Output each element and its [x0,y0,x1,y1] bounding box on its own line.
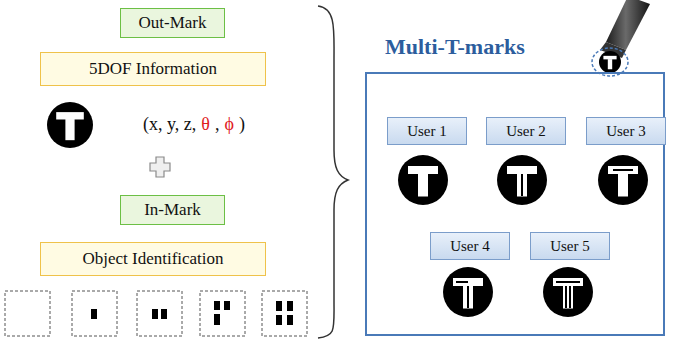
in-mark-pattern [5,291,50,336]
box-label: Object Identification [82,249,223,269]
box-label: User 1 [407,123,447,140]
formula-term: ϕ [224,114,233,135]
box-label: User 2 [506,123,546,140]
pen-t-mark [599,51,621,73]
user-box: User 3 [586,117,666,145]
t-mark [598,155,648,205]
t-mark [47,102,93,148]
box-label: Out-Mark [139,13,207,33]
mark-title-box: In-Mark [120,195,225,225]
in-mark-pattern [137,291,182,336]
panel-heading: Multi-T-marks [385,34,525,60]
user-box: User 2 [486,117,566,145]
formula-term: , [215,114,220,135]
t-mark [398,155,448,205]
info-box: Object Identification [40,242,266,276]
pen-device [592,0,650,76]
info-box: 5DOF Information [40,52,266,86]
mark-title-box: Out-Mark [120,8,225,38]
brace [318,6,348,338]
box-label: User 5 [550,238,590,255]
in-mark-pattern [262,291,307,336]
box-label: User 4 [450,238,490,255]
dof-formula: (x, y, z,θ,ϕ) [143,114,250,135]
t-mark [543,267,593,317]
plus-symbol [150,157,170,177]
box-label: User 3 [606,123,646,140]
in-mark-pattern [200,291,245,336]
formula-term: ) [239,114,245,135]
t-mark [497,155,547,205]
t-mark [443,267,493,317]
user-box: User 4 [430,232,510,260]
formula-term: θ [201,114,210,135]
in-mark-pattern [72,291,117,336]
users-panel: Multi-T-marksUser 1User 2User 3User 4Use… [365,72,665,336]
formula-term: (x, y, z, [143,114,196,135]
box-label: In-Mark [144,200,201,220]
box-label: 5DOF Information [89,59,217,79]
user-box: User 1 [387,117,467,145]
user-box: User 5 [530,232,610,260]
